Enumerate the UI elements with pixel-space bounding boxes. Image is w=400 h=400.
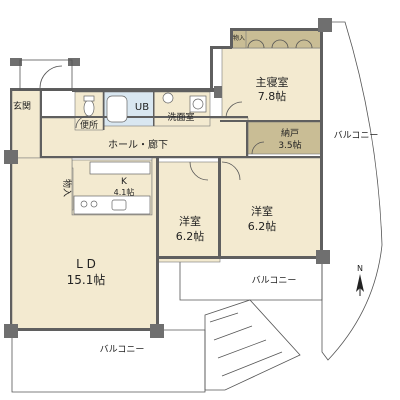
room-master-bedroom (221, 47, 323, 123)
stove-burner-2 (90, 200, 98, 208)
compass-label: N (357, 264, 363, 273)
toilet-fixture (83, 99, 95, 117)
label-master-size: 7.8帖 (258, 90, 287, 103)
label-balcony-bottom: バルコニー (100, 344, 145, 355)
kitchen-back-counter (89, 161, 151, 175)
label-balcony-east: バルコニー (334, 130, 379, 141)
stove-burner-1 (80, 200, 88, 208)
balcony-wedge (204, 299, 301, 391)
label-hall: ホール・廊下 (108, 138, 168, 151)
room-genkan (11, 89, 41, 159)
kitchen-sink (111, 199, 127, 211)
label-genkan: 玄関 (13, 100, 31, 112)
room-nando (247, 121, 323, 155)
master-closet-doors (247, 39, 313, 49)
label-ub: UB (135, 102, 149, 113)
label-kitchen-size: 4.1帖 (114, 187, 135, 197)
label-western2-name: 洋室 (251, 204, 273, 218)
label-ld-name: L D (76, 257, 96, 271)
door-swing-nando (251, 141, 265, 155)
washbasin-fixture (162, 92, 174, 104)
toilet-tank (83, 95, 95, 102)
label-master-name: 主寝室 (256, 75, 289, 89)
door-swing-toilet (75, 115, 89, 129)
compass: N (356, 264, 364, 296)
pillars (4, 18, 332, 338)
balcony-east (321, 21, 383, 361)
label-kitchen-name: K (121, 177, 128, 187)
balcony-wedge-hatch (209, 312, 283, 377)
washing-machine-drum (192, 98, 204, 110)
label-ld-size: 15.1帖 (67, 272, 106, 287)
label-western1-name: 洋室 (179, 214, 201, 228)
compass-north-arrow-icon (356, 274, 364, 292)
label-monoire-kitchen-1: 物入 (61, 179, 73, 197)
door-swing-western2 (221, 161, 241, 181)
door-swing-master (225, 101, 243, 119)
door-swing-western1 (189, 161, 209, 181)
label-western1-size: 6.2帖 (176, 230, 205, 243)
label-nando-size: 3.5帖 (278, 139, 301, 151)
entrance-alcove (19, 59, 73, 91)
label-nando-name: 納戸 (281, 127, 299, 139)
label-toilet: 便所 (80, 119, 98, 131)
bathtub-fixture (106, 95, 128, 123)
entrance-door-swing (39, 65, 63, 89)
balcony-bottom (11, 329, 206, 393)
walls (10, 28, 323, 332)
room-western-1 (157, 161, 221, 263)
label-balcony-mid: バルコニー (252, 275, 297, 286)
label-monoire-top: 物入 (233, 34, 245, 42)
label-washroom: 洗面室 (167, 111, 194, 123)
label-western2-size: 6.2帖 (248, 220, 277, 233)
